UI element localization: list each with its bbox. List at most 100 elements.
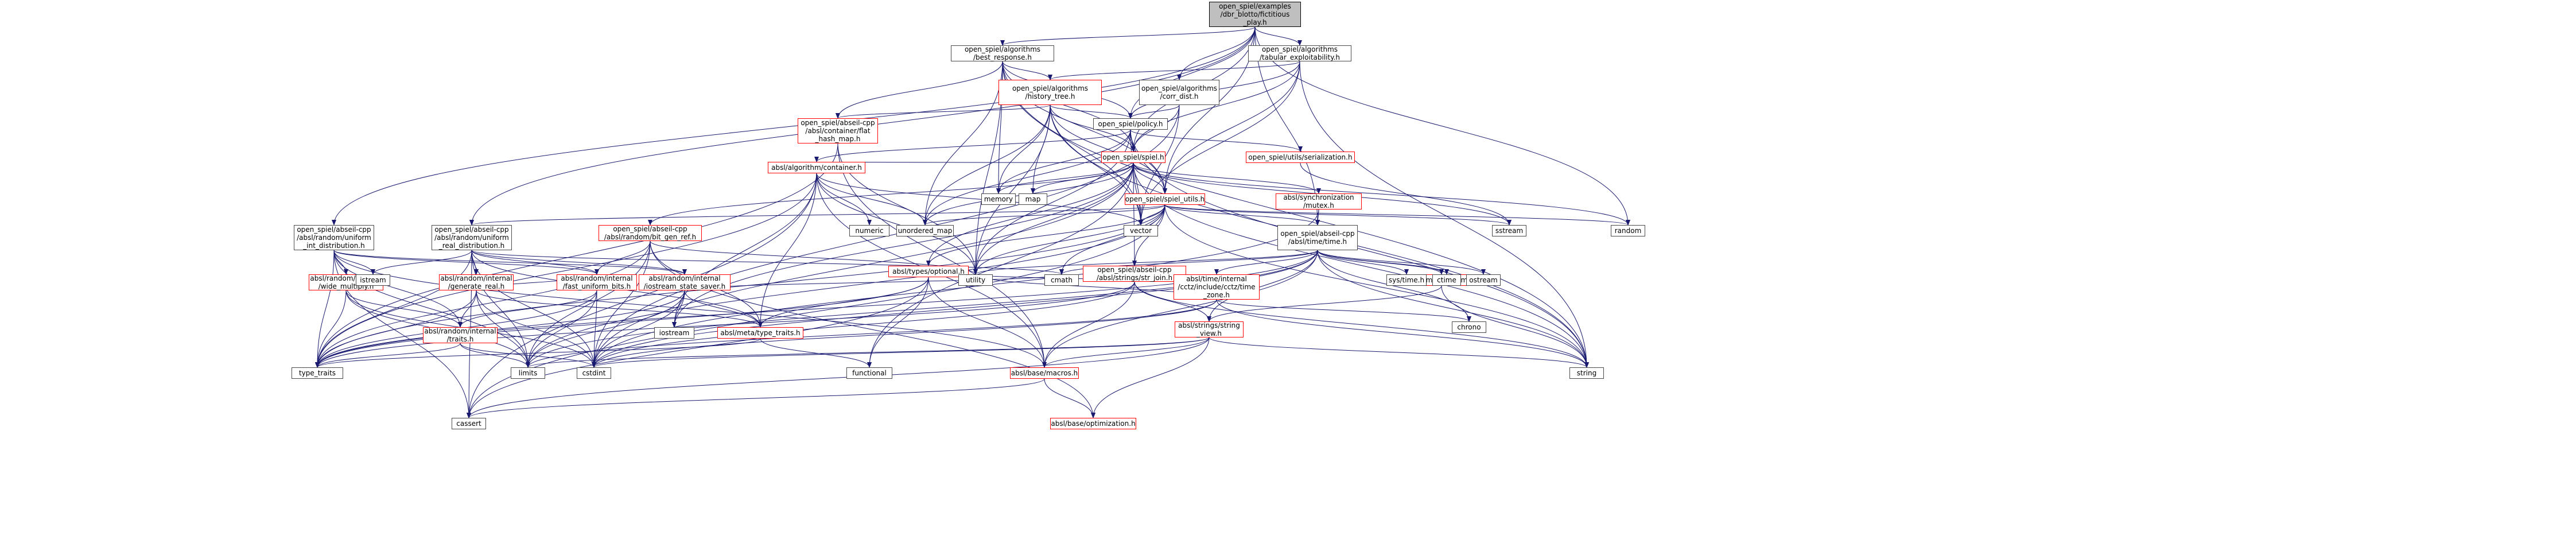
edge-spiel-utils-to-sstream [1164,204,1512,226]
node-algorithm-container[interactable]: absl/algorithm/container.h [768,162,865,173]
edge-spiel-to-mutex [1133,162,1321,194]
node-string-view[interactable]: absl/strings/string _view.h [1175,321,1244,337]
node-time[interactable]: open_spiel/abseil-cpp /absl/time/time.h [1277,225,1358,250]
edge-civil-time-to-string [1441,285,1589,368]
node-corr-dist[interactable]: open_spiel/algorithms /corr_dist.h [1139,80,1219,105]
node-uniform-int[interactable]: open_spiel/abseil-cpp /absl/random/unifo… [294,225,374,250]
edge-tabular-to-spiel [1131,61,1300,152]
edge-spiel-to-utility [973,162,1134,275]
edge-corr-dist-to-policy [1128,104,1180,119]
edge-string-view-to-string [1209,337,1589,368]
edge-uniform-real-to-istream [371,250,472,275]
node-best-response[interactable]: open_spiel/algorithms /best_response.h [951,45,1054,61]
node-root[interactable]: open_spiel/examples /dbr_blotto/fictitio… [1209,2,1301,27]
edge-generate-real-to-traits [458,290,477,328]
node-iostream[interactable]: iostream [654,327,694,339]
edge-tabular-to-history-tree [1048,61,1300,80]
edge-time-to-macros [1042,250,1318,368]
edge-wide-multiply-to-type-traits [315,290,347,368]
edge-spiel-utils-to-cassert [467,204,1165,418]
node-fast-uniform-bits[interactable]: absl/random/internal /fast_uniform_bits.… [557,274,637,290]
edge-time-to-sys-time [1317,250,1409,275]
edge-string-view-to-cstdint [592,337,1210,368]
node-ctime[interactable]: ctime [1432,274,1461,286]
edge-spiel-to-iostream [672,162,1134,328]
node-str-join[interactable]: open_spiel/abseil-cpp /absl/strings/str_… [1083,266,1186,282]
node-bit-gen-ref[interactable]: open_spiel/abseil-cpp /absl/random/bit_g… [599,225,702,241]
edge-policy-to-algorithm-container [814,129,1131,162]
node-memory[interactable]: memory [981,193,1016,205]
node-string[interactable]: string [1569,367,1604,379]
edge-wide-multiply-to-traits [345,290,463,328]
node-numeric[interactable]: numeric [849,225,889,236]
edge-spiel-utils-to-string [1164,204,1589,368]
node-optional[interactable]: absl/types/optional.h [888,266,969,277]
node-flat-hash-map[interactable]: open_spiel/abseil-cpp /absl/container/fl… [798,118,878,143]
edge-meta-type-traits-to-functional [760,338,872,368]
edge-fast-uniform-bits-to-cstdint [592,290,597,368]
node-optimization[interactable]: absl/base/optimization.h [1050,418,1136,429]
edge-fast-uniform-bits-to-limits [526,290,597,368]
node-iostream-state-saver[interactable]: absl/random/internal /iostream_state_sav… [639,274,731,290]
edge-string-view-to-limits [526,337,1210,368]
node-uniform-real[interactable]: open_spiel/abseil-cpp /absl/random/unifo… [432,225,512,250]
edge-bit-gen-ref-to-limits [526,240,651,368]
edge-tabular-to-string [1299,61,1589,368]
node-policy[interactable]: open_spiel/policy.h [1093,118,1168,130]
edge-uniform-real-to-limits [471,250,530,368]
node-map[interactable]: map [1019,193,1047,205]
node-history-tree[interactable]: open_spiel/algorithms /history_tree.h [998,80,1102,105]
edge-bit-gen-ref-to-cstdint [592,240,651,368]
edge-algorithm-container-to-type-traits [315,173,817,368]
edge-root-to-corr-dist [1177,26,1256,80]
edge-spiel-to-optional [926,162,1134,266]
node-traits[interactable]: absl/random/internal /traits.h [423,327,498,343]
node-functional[interactable]: functional [846,367,892,379]
node-sys-time[interactable]: sys/time.h [1386,274,1427,286]
node-cstdint[interactable]: cstdint [577,367,611,379]
node-type-traits[interactable]: type_traits [292,367,343,379]
edge-spiel-utils-to-unordered-map [923,204,1165,226]
node-generate-real[interactable]: absl/random/internal /generate_real.h [439,274,514,290]
node-chrono[interactable]: chrono [1452,321,1486,333]
node-spiel[interactable]: open_spiel/spiel.h [1101,152,1165,163]
edge-str-join-to-string-view [1134,281,1211,322]
edge-uniform-int-to-macros [333,250,1047,368]
node-macros[interactable]: absl/base/macros.h [1010,367,1079,379]
edge-generate-real-to-type-traits [315,290,477,368]
edge-iostream-state-saver-to-type-traits [315,290,685,368]
node-unordered-map[interactable]: unordered_map [896,225,954,236]
edge-policy-to-unordered-map [923,129,1131,226]
node-istream[interactable]: istream [356,274,390,286]
edge-cctz-time-zone-to-string [1216,299,1589,368]
edge-str-join-to-macros [1042,281,1135,368]
node-limits[interactable]: limits [511,367,545,379]
edge-uniform-int-to-type-traits [315,250,335,368]
node-cctz-time-zone[interactable]: absl/time/internal /cctz/include/cctz/ti… [1174,274,1260,300]
edge-policy-to-serialization [1130,129,1303,152]
node-spiel-utils[interactable]: open_spiel/spiel_utils.h [1125,193,1205,205]
node-mutex[interactable]: absl/synchronization /mutex.h [1276,193,1362,209]
node-cassert[interactable]: cassert [452,418,486,429]
node-ostream[interactable]: ostream [1466,274,1501,286]
edge-spiel-to-map [1031,162,1134,194]
node-meta-type-traits[interactable]: absl/meta/type_traits.h [717,327,803,339]
node-random[interactable]: random [1611,225,1645,236]
edge-iostream-state-saver-to-meta-type-traits [684,290,763,328]
edge-spiel-to-spiel-utils [1133,162,1167,194]
edge-time-to-cctz-time-zone [1214,250,1318,275]
node-sstream[interactable]: sstream [1492,225,1526,236]
edge-uniform-real-to-type-traits [315,250,472,368]
edge-spiel-utils-to-utility [973,204,1165,275]
edge-best-response-to-history-tree [1002,61,1052,80]
node-tabular[interactable]: open_spiel/algorithms /tabular_exploitab… [1248,45,1351,61]
node-utility[interactable]: utility [958,274,993,286]
node-cmath[interactable]: cmath [1044,274,1079,286]
edge-optional-to-type-traits [315,277,929,368]
edge-spiel-utils-to-cmath [1059,204,1165,275]
edge-history-tree-to-utility [973,104,1051,275]
node-serialization[interactable]: open_spiel/utils/serialization.h [1246,152,1355,163]
node-vector[interactable]: vector [1124,225,1158,236]
edge-macros-to-optimization [1044,378,1095,418]
edge-history-tree-to-policy [1050,104,1133,119]
